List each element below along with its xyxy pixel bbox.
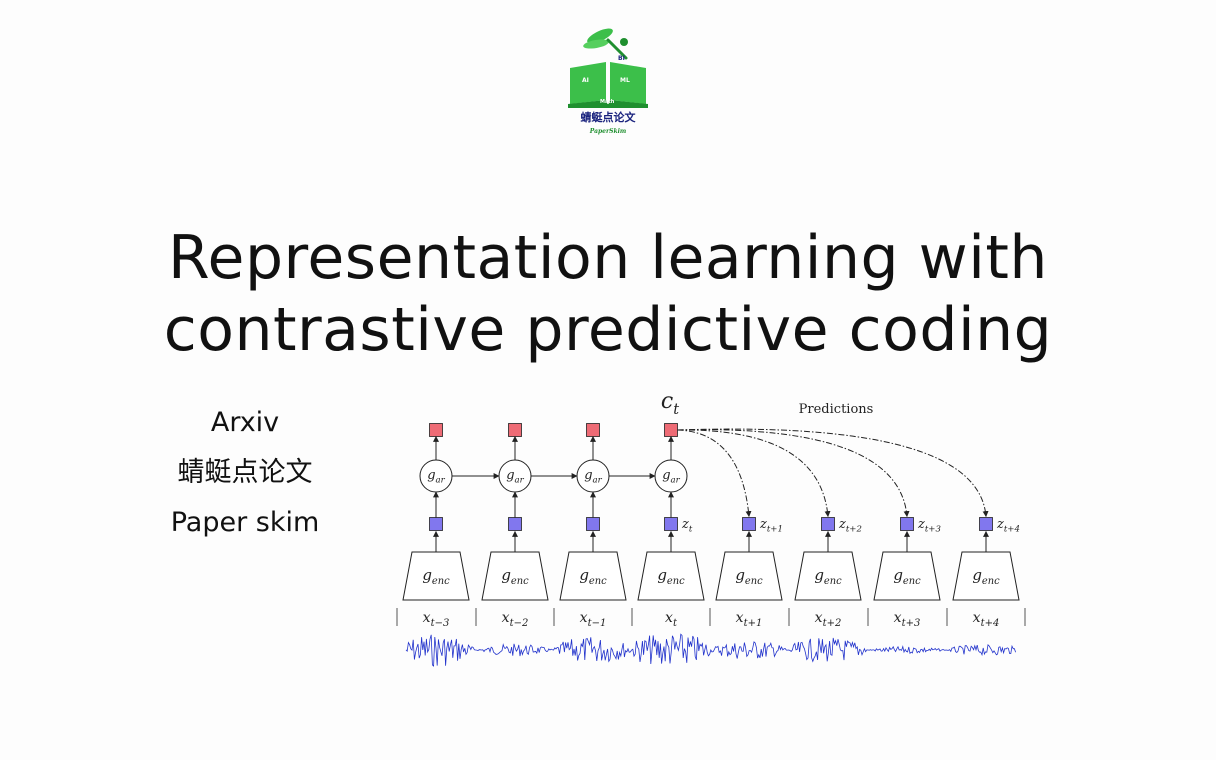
- side-source: Arxiv: [210, 407, 280, 438]
- encoder-label: genc: [501, 566, 529, 587]
- input-x-label: xt−2: [502, 610, 529, 629]
- logo-brand-en: PaperSkim: [589, 128, 627, 135]
- side-channel-en: Paper skim: [170, 507, 320, 538]
- encoder-block: [637, 551, 705, 601]
- side-channel-cn: 蜻蜓点论文: [177, 457, 313, 488]
- ar-label: gar: [584, 468, 602, 486]
- latent-z-square: [508, 517, 522, 531]
- slide-title-line-1: Representation learning with: [168, 223, 1048, 293]
- encoder-label: genc: [657, 566, 685, 587]
- prediction-arc: [677, 429, 910, 518]
- latent-z-square: [429, 517, 443, 531]
- side-caption: Arxiv 蜻蜓点论文 Paper skim: [150, 398, 340, 548]
- encoder-block: [481, 551, 549, 601]
- latent-z-label: zt: [681, 517, 693, 535]
- logo-tag-math: Math: [600, 99, 615, 105]
- cpc-architecture-diagram: ct Predictions genc xt−3 gar genc xt−2 gar genc x…: [396, 389, 1026, 667]
- encoder-label: genc: [579, 566, 607, 587]
- encoder-block: [794, 551, 862, 601]
- latent-z-label: zt+3: [917, 517, 941, 535]
- latent-z-square: [900, 517, 914, 531]
- input-x-label: xt−3: [423, 610, 450, 629]
- slide-title: Representation learning with contrastive…: [0, 222, 1216, 366]
- logo-tag-bi: BI: [618, 55, 625, 62]
- input-x-label: xt+3: [894, 610, 921, 629]
- logo-brand-cn: 蜻蜓点论文: [581, 110, 637, 124]
- latent-z-square: [742, 517, 756, 531]
- context-c-square: [664, 423, 678, 437]
- prediction-arc: [677, 428, 989, 518]
- input-x-label: xt+1: [736, 610, 763, 629]
- encoder-block: [559, 551, 627, 601]
- logo-tag-ai: AI: [582, 77, 589, 84]
- prediction-arc: [677, 429, 831, 518]
- latent-z-square: [664, 517, 678, 531]
- input-x-label: xt−1: [580, 610, 607, 629]
- encoder-block: [402, 551, 470, 601]
- encoder-block: [952, 551, 1020, 601]
- context-label-ct: ct: [661, 389, 679, 418]
- input-x-label: xt+4: [973, 610, 1000, 629]
- encoder-label: genc: [422, 566, 450, 587]
- context-c-square: [586, 423, 600, 437]
- encoder-block: [873, 551, 941, 601]
- input-x-label: xt+2: [815, 610, 842, 629]
- latent-z-square: [821, 517, 835, 531]
- encoder-block: [715, 551, 783, 601]
- paperskim-logo: BI AI ML Math 蜻蜓点论文 PaperSkim: [568, 28, 648, 135]
- latent-z-label: zt+2: [838, 517, 862, 535]
- prediction-arc: [677, 429, 752, 518]
- encoder-label: genc: [735, 566, 763, 587]
- encoder-label: genc: [814, 566, 842, 587]
- latent-z-label: zt+4: [996, 517, 1020, 535]
- latent-z-square: [586, 517, 600, 531]
- slide-title-line-2: contrastive predictive coding: [163, 295, 1053, 365]
- predictions-label: Predictions: [799, 402, 874, 417]
- ar-label: gar: [662, 468, 680, 486]
- context-c-square: [508, 423, 522, 437]
- book-icon: [568, 62, 648, 108]
- context-c-square: [429, 423, 443, 437]
- encoder-label: genc: [972, 566, 1000, 587]
- encoder-label: genc: [893, 566, 921, 587]
- latent-z-label: zt+1: [759, 517, 783, 535]
- ar-label: gar: [506, 468, 524, 486]
- dragonfly-icon: [583, 28, 628, 60]
- logo-tag-ml: ML: [620, 77, 630, 84]
- latent-z-square: [979, 517, 993, 531]
- audio-waveform: [405, 633, 1016, 667]
- input-x-label: xt: [665, 610, 678, 629]
- ar-label: gar: [427, 468, 445, 486]
